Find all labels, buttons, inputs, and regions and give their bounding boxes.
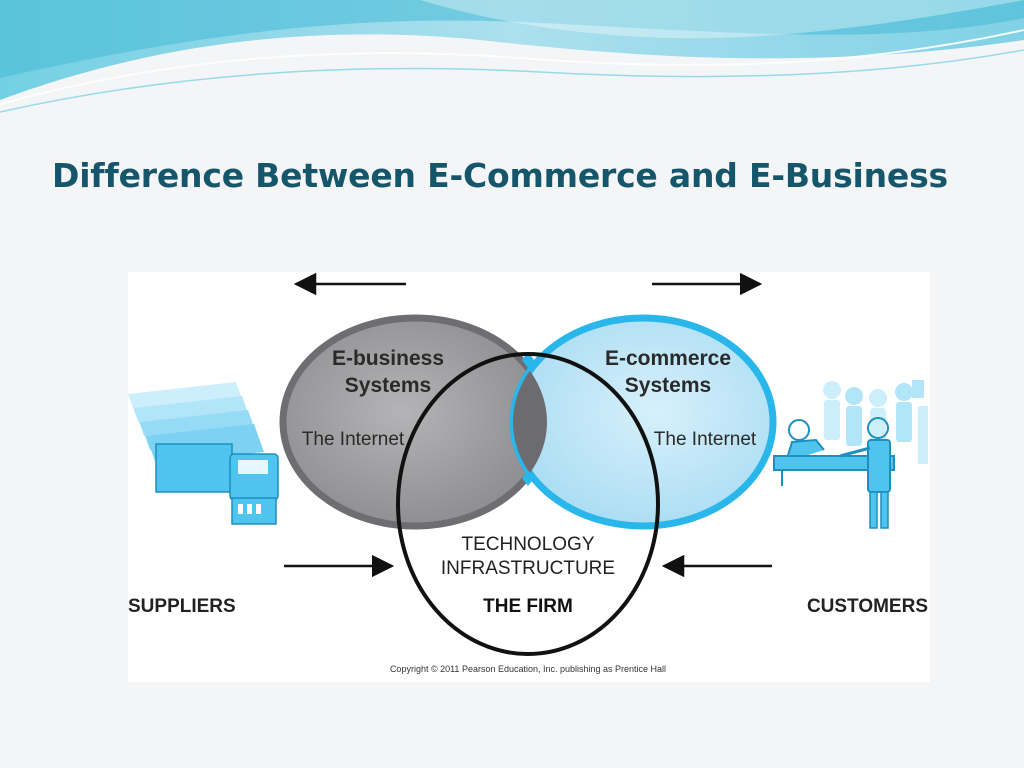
firm-technology-label: TECHNOLOGY (461, 534, 594, 555)
the-firm-label: THE FIRM (483, 596, 573, 617)
header-wave-decoration (0, 0, 1024, 113)
overlap-bottom-marker (522, 470, 534, 486)
ebusiness-internet-label: The Internet (302, 429, 405, 450)
ecommerce-internet-label: The Internet (654, 429, 757, 450)
suppliers-label: SUPPLIERS (128, 596, 236, 617)
ebusiness-title-line1: E-business (332, 347, 444, 370)
customers-label: CUSTOMERS (807, 596, 928, 617)
firm-infrastructure-label: INFRASTRUCTURE (441, 558, 615, 579)
ecommerce-title-line2: Systems (625, 374, 711, 397)
ecommerce-ebusiness-diagram: E-business Systems The Internet E-commer… (128, 272, 930, 682)
slide-title: Difference Between E-Commerce and E-Busi… (52, 156, 948, 195)
supplier-truck-icon (128, 382, 279, 525)
ecommerce-title-line1: E-commerce (605, 347, 731, 370)
customers-people-icon (773, 380, 928, 529)
ebusiness-title-line2: Systems (345, 374, 431, 397)
the-firm-circle (396, 352, 660, 656)
copyright-notice: Copyright © 2011 Pearson Education, Inc.… (390, 664, 666, 674)
